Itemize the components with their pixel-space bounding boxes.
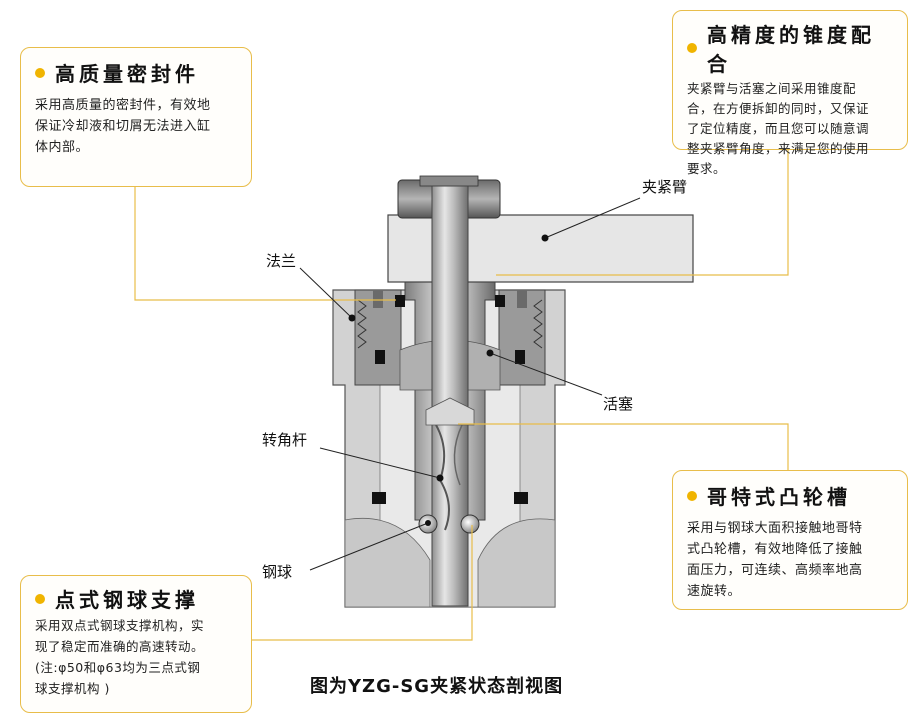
- callout-seal: 高质量密封件 采用高质量的密封件，有效地 保证冷却液和切屑无法进入缸 体内部。: [20, 47, 252, 187]
- seals: [372, 295, 528, 504]
- rotating-rod: [425, 185, 475, 607]
- callout-seal-title: 高质量密封件: [35, 58, 237, 87]
- label-flange: 法兰: [266, 252, 297, 270]
- label-steel-ball: 钢球: [262, 563, 293, 581]
- label-leaders: [299, 197, 641, 571]
- callout-seal-body: 采用高质量的密封件，有效地 保证冷却液和切屑无法进入缸 体内部。: [35, 98, 211, 155]
- callout-ball: 点式钢球支撑 采用双点式钢球支撑机构，实 现了稳定而准确的高速转动。 (注:φ5…: [20, 575, 252, 713]
- callout-cam: 哥特式凸轮槽 采用与钢球大面积接触地哥特 式凸轮槽，有效地降低了接触 面压力，可…: [672, 470, 908, 610]
- label-piston: 活塞: [603, 395, 634, 413]
- bullet-icon: [687, 43, 697, 53]
- callout-ball-title: 点式钢球支撑: [35, 584, 237, 613]
- flange-part: [354, 289, 546, 386]
- label-leader-dots: [348, 234, 549, 526]
- callout-leaders: [134, 150, 789, 641]
- callout-taper-title: 高精度的锥度配合: [687, 19, 893, 77]
- callout-ball-body: 采用双点式钢球支撑机构，实 现了稳定而准确的高速转动。 (注:φ50和φ63均为…: [35, 618, 205, 696]
- label-rotating-rod: 转角杆: [262, 431, 308, 449]
- callout-taper: 高精度的锥度配合 夹紧臂与活塞之间采用锥度配 合，在方便拆卸的同时，又保证 了定…: [672, 10, 908, 176]
- figure-caption: 图为YZG-SG夹紧状态剖视图: [310, 676, 564, 697]
- callout-cam-body: 采用与钢球大面积接触地哥特 式凸轮槽，有效地降低了接触 面压力，可连续、高频率地…: [687, 521, 863, 599]
- callout-cam-title: 哥特式凸轮槽: [687, 481, 893, 510]
- label-clamp-arm: 夹紧臂: [642, 178, 688, 196]
- bullet-icon: [687, 490, 697, 501]
- bullet-icon: [35, 593, 45, 604]
- callout-taper-body: 夹紧臂与活塞之间采用锥度配 合，在方便拆卸的同时，又保证 了定位精度，而且您可以…: [687, 81, 870, 176]
- bullet-icon: [35, 67, 45, 78]
